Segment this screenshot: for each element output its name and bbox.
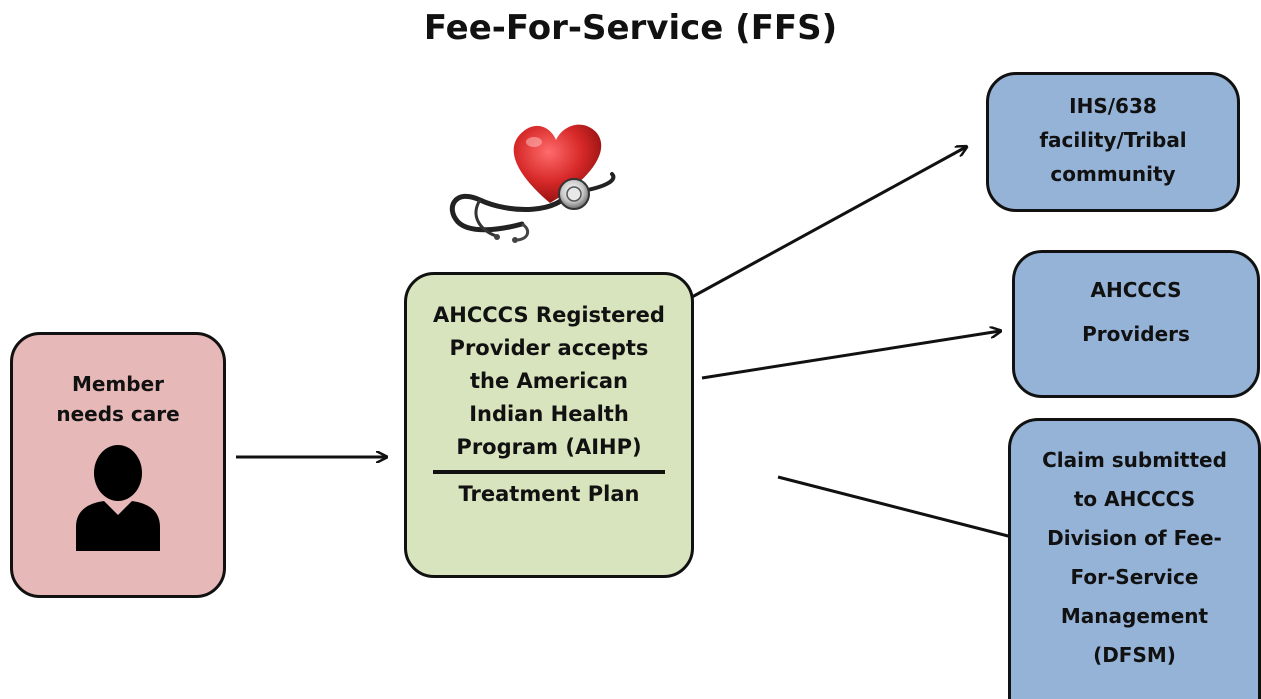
- arrow-provider-to-ihs: [691, 147, 966, 299]
- provider-line: Indian Health: [469, 402, 629, 426]
- arrow-provider-to-ahcccs: [701, 331, 1000, 380]
- member-box: Member needs care: [10, 332, 226, 598]
- provider-line: the American: [469, 369, 629, 393]
- provider-box: AHCCCS Registered Provider accepts the A…: [404, 272, 694, 578]
- provider-line: Program (AIHP): [456, 435, 642, 459]
- line-provider-to-claim: [777, 475, 1013, 539]
- provider-line: Provider accepts: [449, 336, 649, 360]
- ahcccs-providers-line1: AHCCCS: [1090, 278, 1182, 302]
- claim-submitted-box: Claim submitted to AHCCCS Division of Fe…: [1008, 418, 1261, 699]
- heart-stethoscope-icon: [440, 118, 620, 252]
- ihs-line: facility/Tribal: [1039, 128, 1187, 152]
- claim-line: Management: [1060, 604, 1209, 628]
- claim-line: Claim submitted: [1042, 448, 1227, 472]
- ihs-line: community: [1050, 162, 1176, 186]
- member-label-line2: needs care: [56, 402, 180, 426]
- provider-divider: [433, 470, 665, 474]
- ahcccs-providers-box: AHCCCS Providers: [1012, 250, 1260, 398]
- ahcccs-providers-line2: Providers: [1082, 322, 1190, 346]
- person-icon: [70, 443, 166, 561]
- treatment-plan-label: Treatment Plan: [458, 482, 640, 506]
- ihs-line: IHS/638: [1069, 94, 1157, 118]
- member-label-line1: Member: [71, 372, 165, 396]
- ihs-facility-box: IHS/638 facility/Tribal community: [986, 72, 1240, 212]
- provider-line: AHCCCS Registered: [433, 303, 665, 327]
- claim-line: to AHCCCS: [1073, 487, 1196, 511]
- claim-line: Division of Fee-: [1047, 526, 1222, 550]
- claim-line: (DFSM): [1093, 643, 1176, 667]
- page-title: Fee-For-Service (FFS): [423, 8, 838, 48]
- claim-line: For-Service: [1070, 565, 1199, 589]
